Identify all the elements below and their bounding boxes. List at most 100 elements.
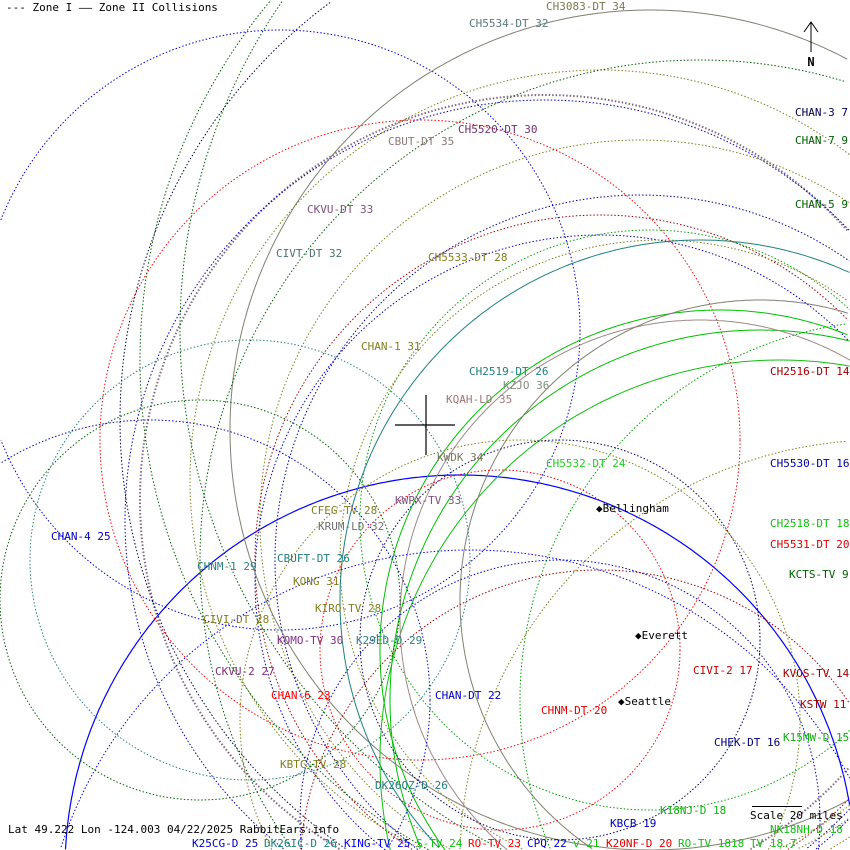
- contour-circle: [259, 139, 850, 850]
- legend: --- Zone I —— Zone II Collisions: [6, 1, 218, 14]
- station-label[interactable]: CH2519-DT 26: [469, 365, 549, 378]
- station-label[interactable]: CFEG-TV 28: [311, 504, 378, 517]
- station-label[interactable]: CH5533-DT 28: [428, 251, 508, 264]
- station-label[interactable]: KVOS-TV 14: [783, 667, 850, 680]
- station-label[interactable]: KCTS-TV 9: [789, 568, 849, 581]
- station-label[interactable]: DK26OZ-D 26: [375, 779, 448, 792]
- contour-circle: [29, 339, 471, 781]
- station-label[interactable]: KWPX-TV 33: [395, 494, 462, 507]
- station-label[interactable]: CHNM-1 29: [197, 560, 257, 573]
- station-label[interactable]: CHAN-3 7: [795, 106, 848, 119]
- scale-label: Scale 20 miles: [750, 809, 843, 822]
- contour-circle: [274, 194, 850, 850]
- city-name: Seattle: [624, 695, 671, 708]
- legend-zone2: —— Zone II Collisions: [78, 1, 218, 14]
- contour-circle: [119, 1, 346, 849]
- station-label[interactable]: KRUM-LD 32: [318, 520, 385, 533]
- station-label[interactable]: K20NF-D 20: [606, 837, 673, 850]
- station-label[interactable]: CBUT-DT 35: [388, 135, 455, 148]
- station-label[interactable]: CIVT-DT 32: [276, 247, 343, 260]
- station-label[interactable]: CH5532-DT 24: [546, 457, 626, 470]
- city-seattle[interactable]: ◆Seattle: [618, 696, 671, 708]
- contour-circle: [139, 0, 429, 850]
- contour-circle: [239, 439, 801, 850]
- station-label[interactable]: DK26IC-D 26: [264, 837, 337, 850]
- contour-circle: [189, 69, 850, 849]
- station-label[interactable]: KWDK 34: [437, 451, 484, 464]
- contour-circle: [519, 323, 848, 849]
- station-label[interactable]: TV 18.7: [750, 837, 797, 850]
- station-label[interactable]: CIVI-2 17: [693, 664, 753, 677]
- legend-zone1: --- Zone I: [6, 1, 73, 14]
- north-label: N: [807, 55, 814, 69]
- station-label[interactable]: CH5520-DT 30: [458, 123, 538, 136]
- station-label[interactable]: KBCB 19: [610, 817, 657, 830]
- contour-circle: [139, 94, 850, 850]
- station-label[interactable]: KONG 31: [293, 575, 340, 588]
- contour-circle: [379, 359, 850, 850]
- station-label[interactable]: CKVU-2 27: [215, 665, 275, 678]
- station-label[interactable]: K15MW-D 15: [783, 731, 850, 744]
- station-label[interactable]: CH2518-DT 18: [770, 517, 850, 530]
- station-label[interactable]: RO-TV 1818: [678, 837, 745, 850]
- station-label[interactable]: CHAN-1 31: [361, 340, 421, 353]
- city-everett[interactable]: ◆Everett: [635, 630, 688, 642]
- station-label[interactable]: CH5531-DT 20: [770, 538, 850, 551]
- station-label[interactable]: KIRO-TV 28: [315, 602, 382, 615]
- station-label[interactable]: KQAH-LD 35: [446, 393, 513, 406]
- station-label[interactable]: CHNM-DT 20: [541, 704, 608, 717]
- station-label[interactable]: CBUFT-DT 26: [277, 552, 350, 565]
- station-label[interactable]: CHAN-4 25: [51, 530, 111, 543]
- station-label[interactable]: CHEK-DT 16: [714, 736, 781, 749]
- city-marker-icon: ◆: [618, 695, 625, 708]
- station-label[interactable]: v 21: [573, 837, 600, 850]
- contour-circle: [64, 474, 850, 850]
- station-label[interactable]: KZJO 36: [503, 379, 550, 392]
- north-arrow-icon: N: [803, 21, 819, 69]
- station-label[interactable]: CHAN-5 9: [795, 198, 848, 211]
- station-label[interactable]: NK18NH-D 18: [770, 823, 843, 836]
- station-label[interactable]: KSTW 11: [800, 698, 847, 711]
- city-bellingham[interactable]: ◆Bellingham: [596, 503, 669, 515]
- station-label[interactable]: CH3083-DT 34: [546, 0, 626, 13]
- contour-circle: [99, 119, 741, 761]
- station-label[interactable]: CPQ 22: [527, 837, 567, 850]
- contour-circle: [254, 214, 849, 850]
- contour-circle: [339, 239, 850, 849]
- contour-circle: [389, 329, 850, 848]
- contour-circle: [0, 399, 401, 801]
- scale-bar: [752, 806, 802, 807]
- station-label[interactable]: CH2516-DT 14: [770, 365, 850, 378]
- contour-circle: [339, 239, 849, 850]
- contour-circle: [300, 569, 850, 850]
- contour-circle: [229, 9, 848, 850]
- station-label[interactable]: KING-TV 25: [344, 837, 411, 850]
- contour-circle: [359, 229, 850, 811]
- station-label[interactable]: KBTC-TV 28: [280, 758, 347, 771]
- station-label[interactable]: K25CG-D 25: [192, 837, 259, 850]
- station-label[interactable]: RO-TV 23: [468, 837, 521, 850]
- station-label[interactable]: CH5530-DT 16: [770, 457, 850, 470]
- station-label[interactable]: CIVI-DT 28: [203, 613, 270, 626]
- station-label[interactable]: CKVU-DT 33: [307, 203, 374, 216]
- station-label[interactable]: KOMO-TV 30: [277, 634, 344, 647]
- contour-circle: [299, 559, 821, 850]
- contour-circle: [124, 99, 850, 850]
- station-label[interactable]: K29ED-D 29: [356, 634, 423, 647]
- contour-circle: [199, 59, 847, 848]
- contour-circle: [459, 440, 848, 850]
- station-label[interactable]: K18NJ-D 18: [660, 804, 727, 817]
- station-label[interactable]: CHAN-6 23: [271, 689, 331, 702]
- city-marker-icon: ◆: [635, 629, 642, 642]
- contour-circle: [1, 419, 431, 849]
- station-label[interactable]: CHAN-DT 22: [435, 689, 502, 702]
- coordinates-footer: Lat 49.222 Lon -124.003 04/22/2025 Rabbi…: [8, 823, 340, 836]
- contour-circle: [459, 299, 848, 850]
- contour-circle: [379, 309, 848, 850]
- station-label[interactable]: S-TV 24: [416, 837, 463, 850]
- city-marker-icon: ◆: [596, 502, 603, 515]
- station-label[interactable]: CHAN-7 9: [795, 134, 848, 147]
- station-label[interactable]: CH5534-DT 32: [469, 17, 549, 30]
